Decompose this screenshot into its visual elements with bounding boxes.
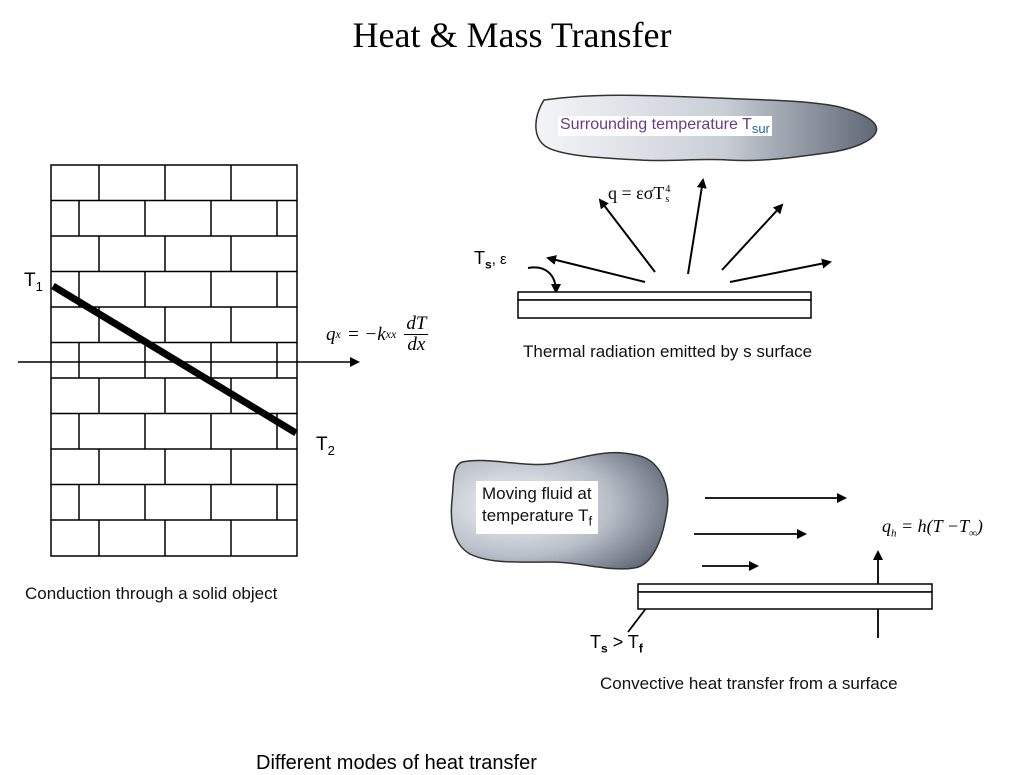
- conduction-caption: Conduction through a solid object: [25, 584, 278, 603]
- convection-caption: Convective heat transfer from a surface: [600, 674, 898, 693]
- moving-fluid-label: Moving fluid at temperature Tf: [476, 481, 599, 535]
- radiation-rays: [527, 178, 832, 294]
- surrounding-temperature-label: Surrounding temperature Tsur: [558, 116, 772, 137]
- slide-title: Heat & Mass Transfer: [352, 15, 672, 55]
- surface-fluid-temperature-condition: Ts > Tf: [590, 632, 643, 656]
- radiation-surface-top: [517, 291, 812, 301]
- temperature-profile-line: [51, 283, 298, 436]
- convection-surface-body: [637, 591, 933, 610]
- modes-caption: Different modes of heat transfer: [256, 752, 537, 774]
- surface-temperature-emissivity-label: Ts, ε: [474, 248, 507, 272]
- wall-outline: [50, 164, 298, 557]
- t2-label: T2: [316, 434, 335, 458]
- radiation-caption: Thermal radiation emitted by s surface: [523, 342, 813, 361]
- convection-surface-top: [637, 583, 933, 593]
- t1-label: T1: [24, 270, 43, 294]
- newton-cooling-equation: qh = h(T −T∞): [882, 516, 983, 540]
- radiation-surface-body: [517, 299, 812, 319]
- flow-arrows: [627, 493, 883, 638]
